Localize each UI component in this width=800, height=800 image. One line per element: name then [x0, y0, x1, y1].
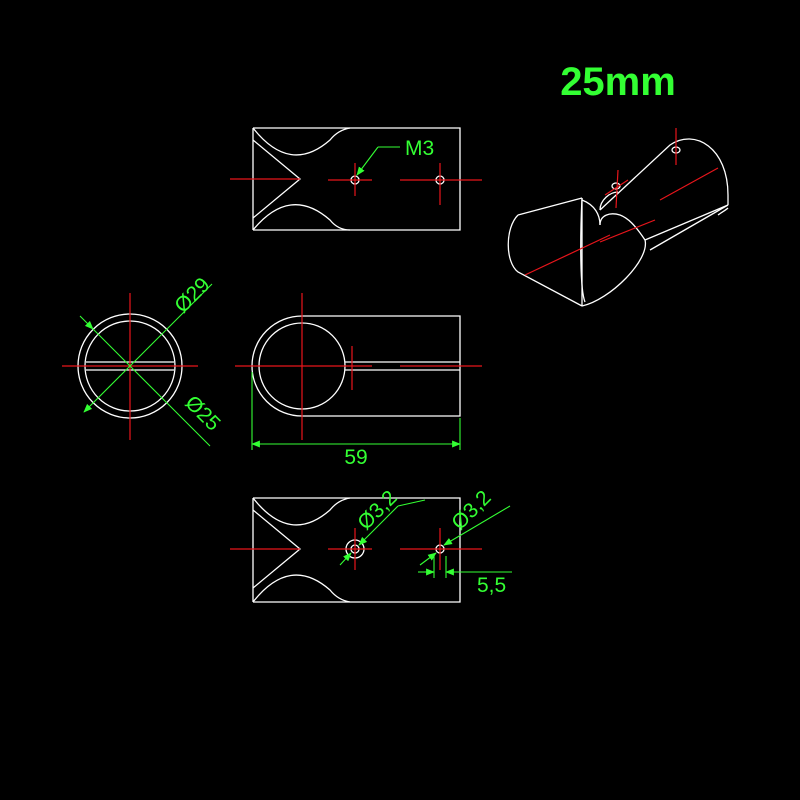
thread-label: M3: [405, 137, 434, 160]
thread-callout: M3: [356, 137, 434, 176]
end-view: [62, 283, 213, 447]
side-view: [235, 293, 482, 450]
top-view: [230, 127, 482, 231]
inner-diameter-label: Ø25: [180, 391, 224, 435]
outer-diameter-label: Ø29: [170, 273, 214, 317]
isometric-view: [507, 128, 729, 307]
size-title: 25mm: [560, 60, 676, 104]
length-label: 59: [344, 446, 367, 469]
hole-offset-label: 5,5: [477, 574, 506, 597]
hole-diameter-label-2: Ø3,2: [447, 486, 495, 534]
bottom-view: [230, 497, 512, 603]
